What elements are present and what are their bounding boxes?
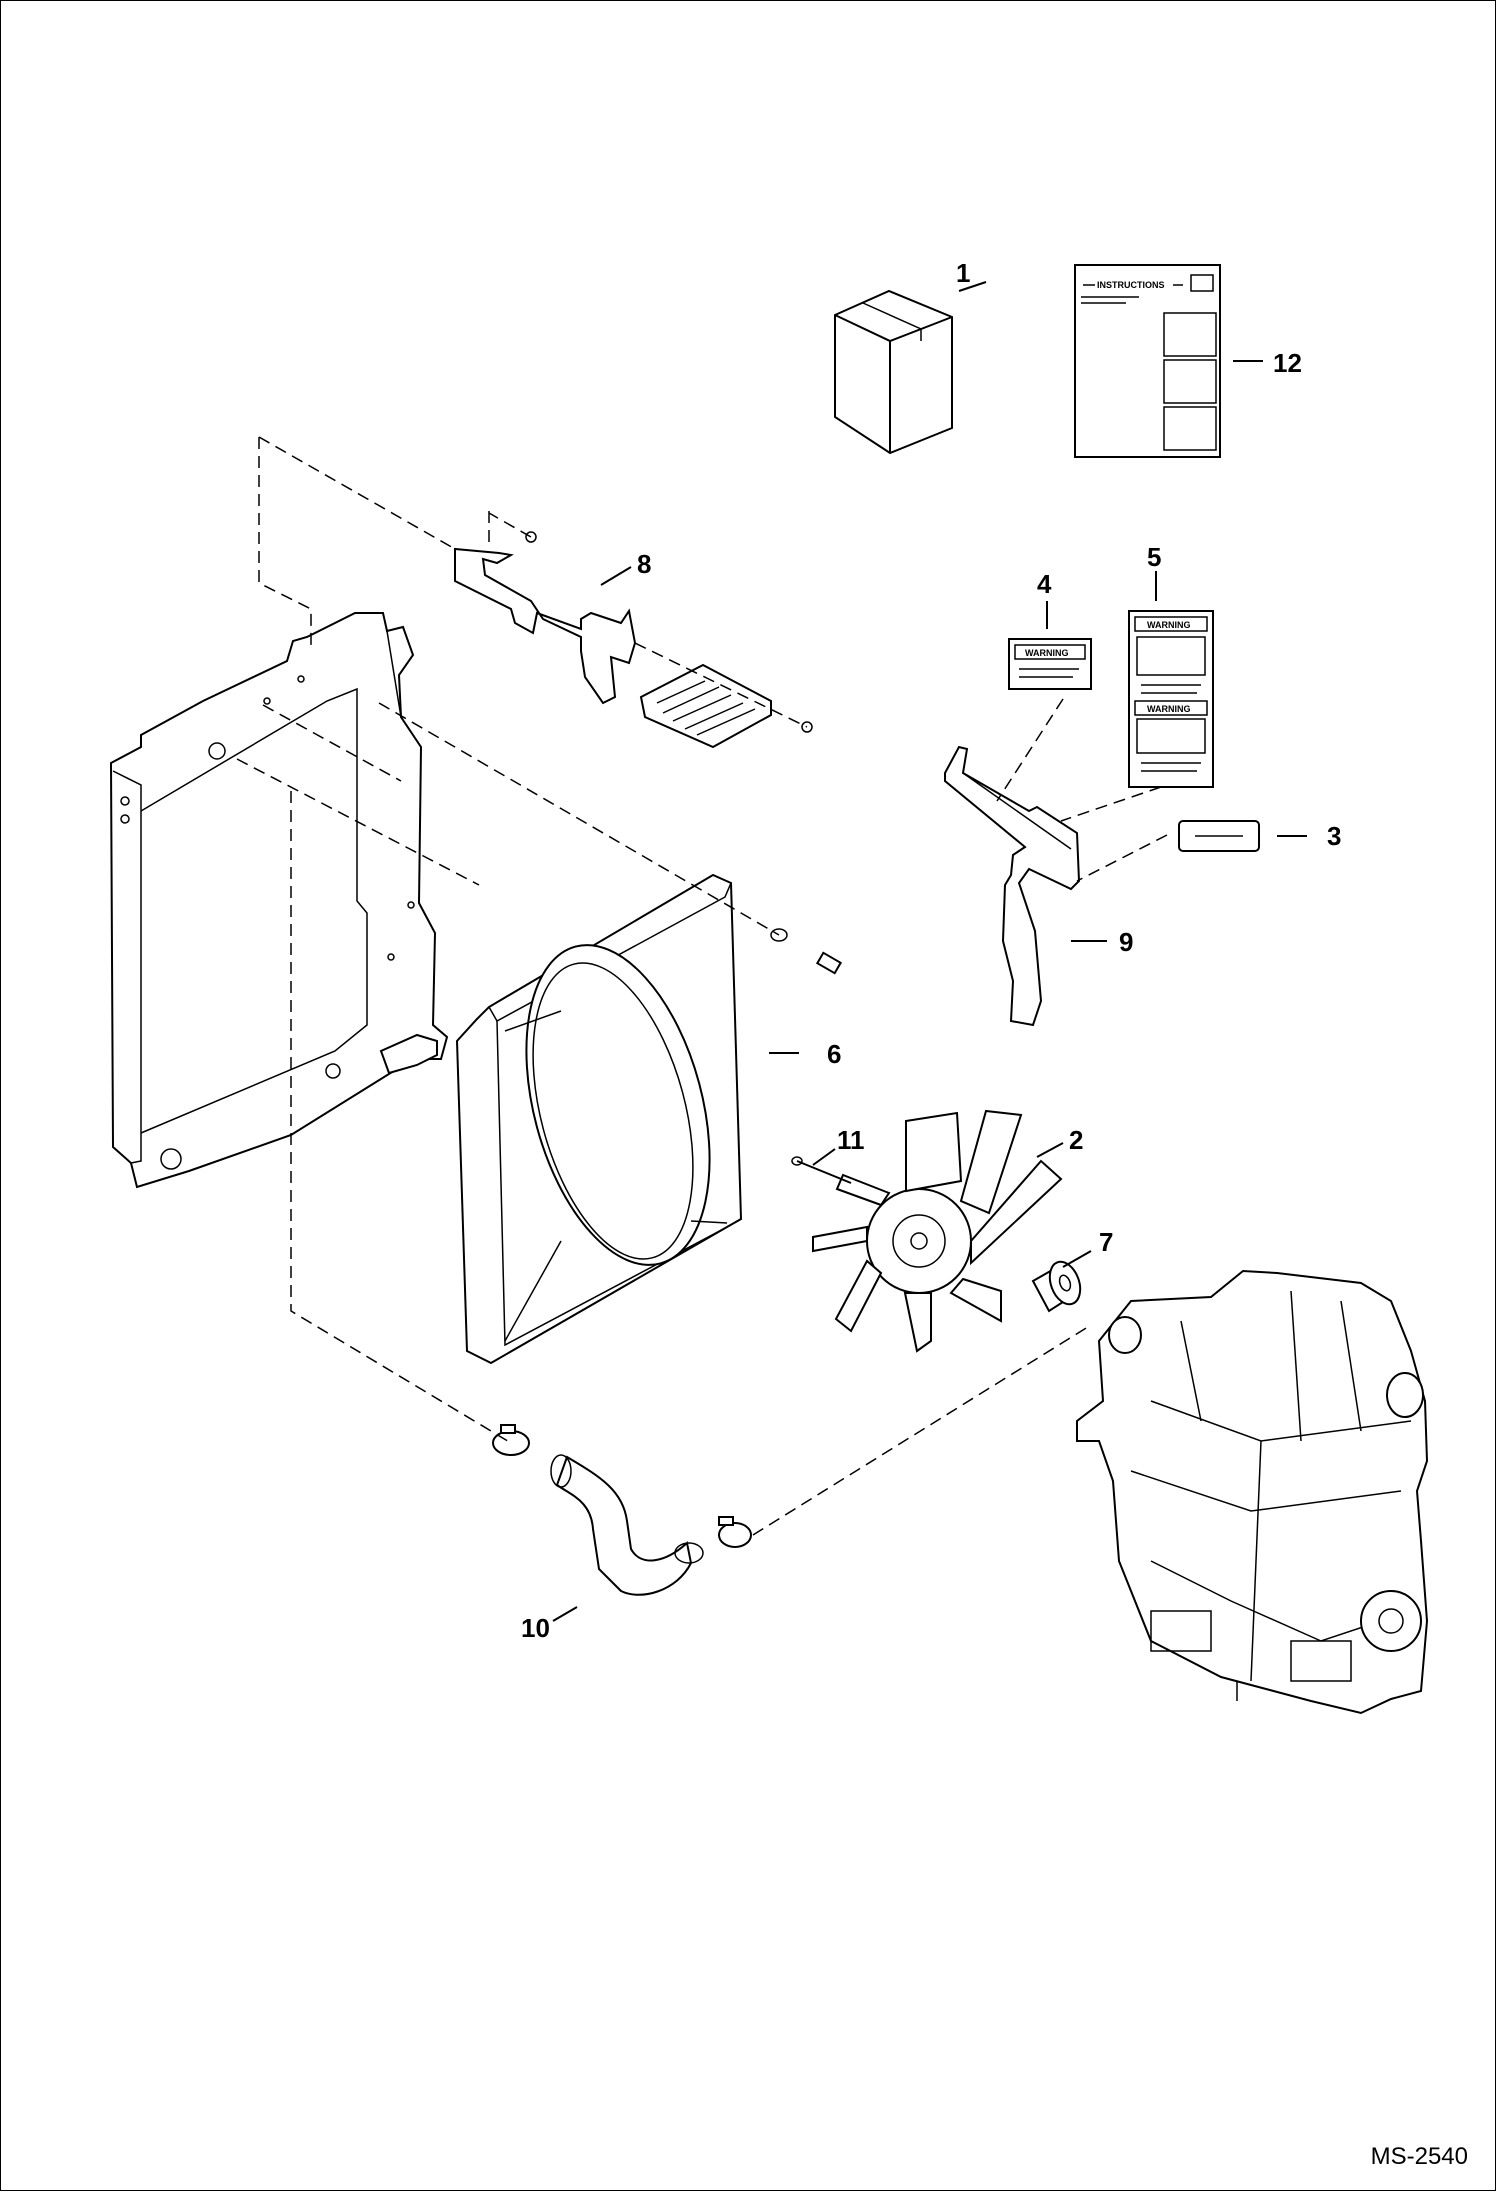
callout-2: 2 bbox=[1069, 1125, 1083, 1155]
callout-12: 12 bbox=[1273, 348, 1302, 378]
decal-5-warning-text-bottom: WARNING bbox=[1147, 704, 1191, 714]
part-9-bracket bbox=[944, 745, 1081, 1027]
part-4-warning-decal: WARNING bbox=[1008, 638, 1092, 690]
callout-8: 8 bbox=[637, 549, 651, 579]
callout-11: 11 bbox=[837, 1125, 865, 1155]
callout-6: 6 bbox=[827, 1039, 841, 1069]
part-5-warning-decal: WARNING WARNING bbox=[1128, 610, 1214, 788]
part-10-hose bbox=[550, 1454, 704, 1596]
callout-1: 1 bbox=[956, 258, 970, 288]
leader-7 bbox=[1062, 1250, 1092, 1268]
assembly-lines bbox=[236, 436, 1168, 1536]
leader-8 bbox=[600, 566, 632, 586]
engine bbox=[1076, 1269, 1429, 1715]
part-7-spacer bbox=[1031, 1260, 1082, 1313]
part-1-box bbox=[834, 289, 953, 455]
shroud-bolt-washer bbox=[770, 928, 843, 975]
part-12-instruction-sheet: INSTRUCTIONS bbox=[1074, 264, 1221, 458]
part-11-bolt bbox=[791, 1156, 852, 1184]
callout-5: 5 bbox=[1147, 542, 1161, 572]
callout-9: 9 bbox=[1119, 927, 1133, 957]
part-6-fan-shroud bbox=[455, 873, 743, 1365]
callout-10: 10 bbox=[521, 1613, 550, 1643]
part-2-fan bbox=[812, 1109, 1063, 1353]
figure-reference: MS-2540 bbox=[1370, 2143, 1468, 2170]
instructions-label: INSTRUCTIONS bbox=[1097, 280, 1165, 290]
callout-4: 4 bbox=[1037, 569, 1052, 599]
decal-4-warning-text: WARNING bbox=[1025, 648, 1069, 658]
callout-7: 7 bbox=[1099, 1227, 1113, 1257]
callout-3: 3 bbox=[1327, 821, 1341, 851]
leader-1 bbox=[958, 281, 987, 292]
leader-11 bbox=[812, 1148, 836, 1166]
hose-clamps bbox=[492, 1424, 752, 1548]
leader-10 bbox=[552, 1606, 578, 1622]
leader-2 bbox=[1036, 1142, 1064, 1158]
decal-5-warning-text-top: WARNING bbox=[1147, 620, 1191, 630]
part-8-bracket bbox=[454, 531, 813, 749]
part-3-decal bbox=[1178, 820, 1260, 852]
radiator-frame bbox=[109, 612, 449, 1189]
